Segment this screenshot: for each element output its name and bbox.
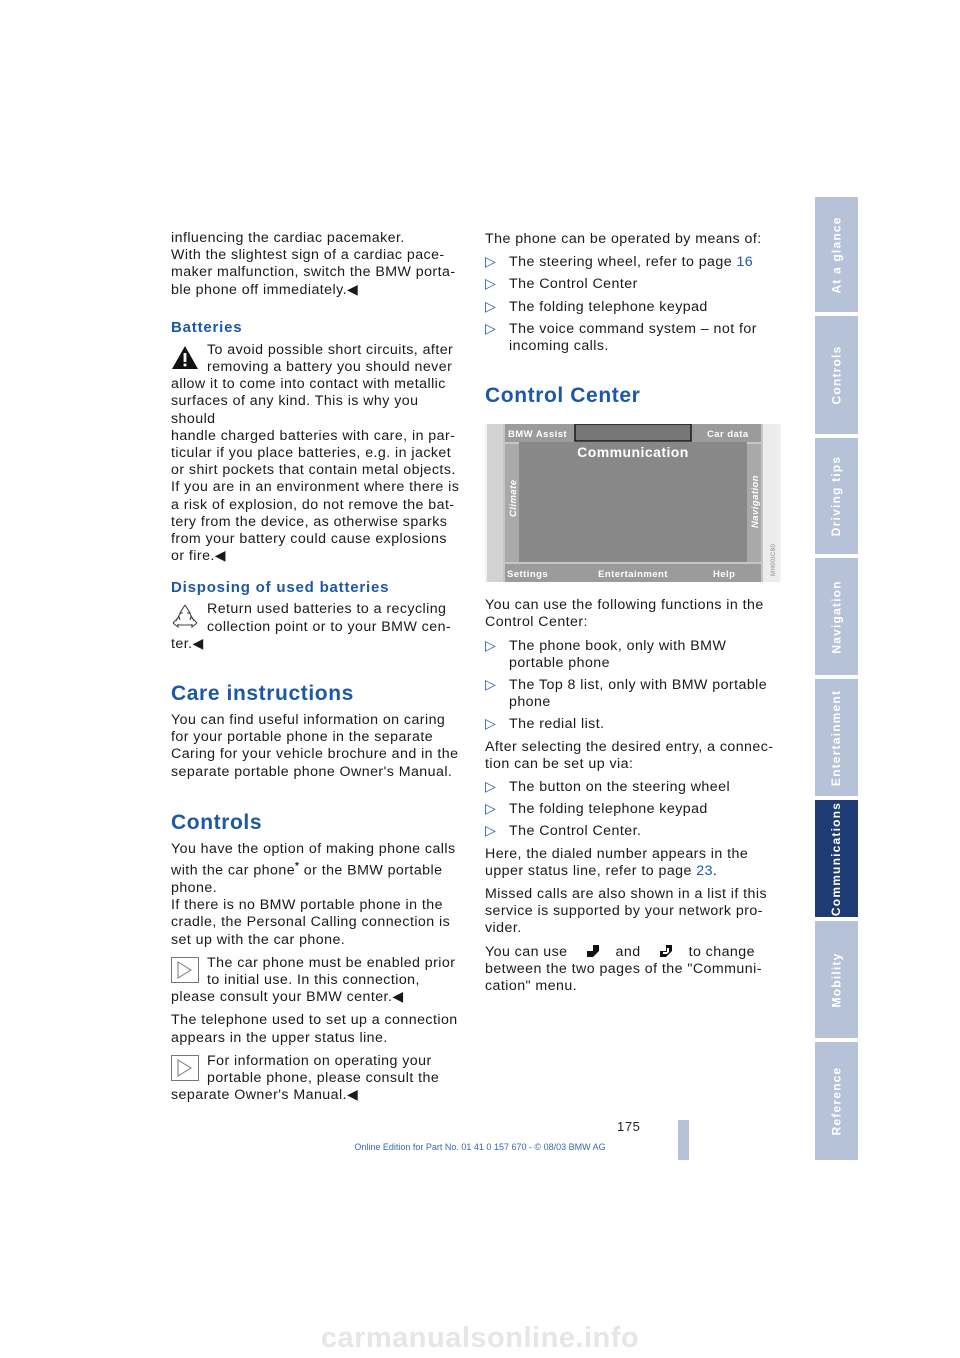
list-item: ▷ The redial list.	[485, 716, 605, 733]
next-page-icon	[586, 944, 599, 957]
watermark: carmanualsonline.info	[320, 1322, 640, 1354]
list-item: ▷ The folding telephone keypad	[485, 801, 708, 818]
intro-line: maker malfunction, switch the BMW porta-	[171, 264, 456, 281]
controls-text: You have the option of making phone call…	[171, 840, 456, 948]
previous-page-icon	[659, 944, 672, 957]
screen-label-bottom-left: Settings	[507, 569, 548, 580]
intro-line: ble phone off immediately.◀	[171, 281, 359, 298]
warning-icon	[172, 345, 198, 369]
controls-heading: Controls	[171, 810, 263, 834]
image-code: MH00IC80	[771, 544, 777, 576]
page-link[interactable]: 23	[696, 862, 713, 879]
batteries-warning: To avoid possible short circuits, after …	[171, 341, 460, 565]
list-item: ▷ The Control Center	[485, 276, 638, 293]
disposing-heading: Disposing of used batteries	[171, 579, 390, 597]
care-heading: Care instructions	[171, 682, 354, 706]
left-column: influencing the cardiac pacemaker. With …	[171, 230, 463, 1104]
telephone-text: The telephone used to set up a connectio…	[171, 1012, 458, 1046]
tab-communications[interactable]: Communications	[815, 800, 858, 917]
care-text: You can find useful information on carin…	[171, 712, 459, 780]
disposing-note: Return used batteries to a recycling col…	[171, 601, 452, 652]
screen-label-bottom-right: Help	[713, 569, 735, 580]
tab-mobility[interactable]: Mobility	[815, 921, 858, 1038]
screen-label-left: Climate	[508, 479, 519, 517]
screen-label-top-right: Car data	[707, 429, 749, 440]
right-column: The phone can be operated by means of: ▷…	[485, 231, 781, 995]
list-item: ▷ The phone book, only with BMW portable…	[485, 637, 727, 671]
tab-navigation[interactable]: Navigation	[815, 558, 858, 675]
tab-entertainment[interactable]: Entertainment	[815, 679, 858, 796]
operated-intro: The phone can be operated by means of:	[485, 231, 762, 247]
tab-controls[interactable]: Controls	[815, 316, 858, 434]
batteries-heading: Batteries	[171, 318, 243, 336]
list-item: ▷ The button on the steering wheel	[485, 779, 731, 796]
control-center-screen: BMW Assist Car data Communication Climat…	[485, 423, 781, 583]
note-car-phone: The car phone must be enabled prior to i…	[171, 954, 456, 1006]
list-item: ▷ The voice command system – not for inc…	[485, 320, 757, 355]
note-arrow-icon	[171, 956, 199, 983]
page-link[interactable]: 16	[736, 254, 754, 271]
list-item: ▷ The Control Center.	[485, 823, 642, 840]
tab-driving-tips[interactable]: Driving tips	[815, 438, 858, 554]
intro-line: With the slightest sign of a cardiac pac…	[171, 247, 445, 264]
page-number: 175	[617, 1119, 641, 1134]
recycle-icon	[172, 605, 198, 629]
control-center-illustration: BMW Assist Car data Communication Climat…	[485, 423, 781, 583]
note-arrow-icon	[171, 1054, 199, 1081]
screen-label-bottom-center: Entertainment	[598, 569, 668, 580]
tab-reference[interactable]: Reference	[815, 1042, 858, 1160]
control-center-heading: Control Center	[485, 384, 641, 408]
note-portable-phone: For information on operating your portab…	[171, 1052, 440, 1104]
missed-text: Missed calls are also shown in a list if…	[485, 886, 768, 937]
tab-at-a-glance[interactable]: At a glance	[815, 197, 858, 312]
footer: Online Edition for Part No. 01 41 0 157 …	[354, 1142, 606, 1152]
intro-line: influencing the cardiac pacemaker.	[171, 230, 405, 246]
list-item: ▷ The Top 8 list, only with BMW portable…	[485, 677, 768, 711]
screen-label-right: Navigation	[750, 475, 761, 528]
list-item: ▷ The steering wheel, refer to page 16	[485, 254, 754, 271]
after-text: After selecting the desired entry, a con…	[485, 738, 774, 772]
screen-label-top-left: BMW Assist	[508, 429, 567, 440]
screen-title: Communication	[577, 444, 689, 460]
list-item: ▷ The folding telephone keypad	[485, 298, 708, 315]
functions-intro: You can use the following functions in t…	[485, 597, 764, 631]
page-number-bar	[678, 1120, 689, 1160]
dialed-text: Here, the dialed number appears in the u…	[485, 845, 749, 879]
